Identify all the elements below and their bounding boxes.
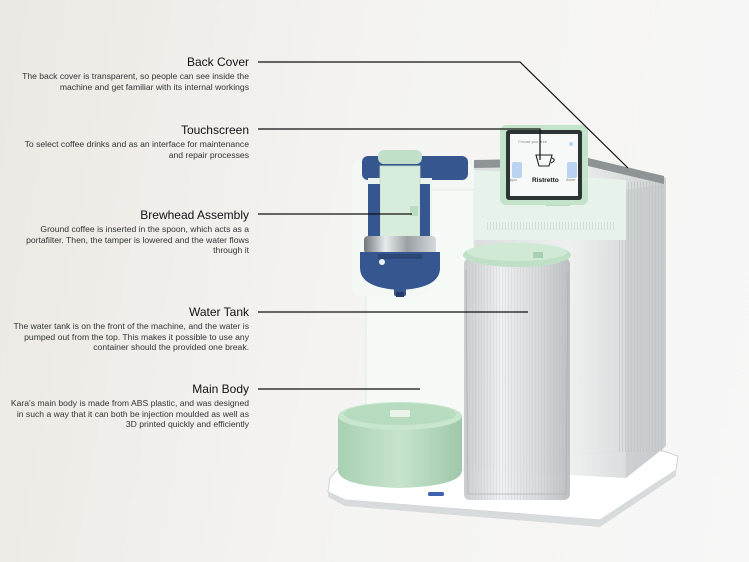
callout-title: Brewhead Assembly [140, 208, 249, 222]
callout-back-cover: Back Cover The back cover is transparent… [9, 55, 249, 92]
callout-description: The water tank is on the front of the ma… [13, 321, 249, 353]
callout-title: Main Body [192, 382, 249, 396]
brew-button-icon[interactable] [379, 259, 385, 265]
screen-right-drink: Amer [566, 177, 576, 182]
callout-brewhead-assembly: Brewhead Assembly Ground coffee is inser… [9, 208, 249, 256]
base-indicator [428, 492, 444, 496]
leader-lines [258, 61, 629, 390]
settings-icon [569, 142, 573, 146]
callout-touchscreen: Touchscreen To select coffee drinks and … [9, 123, 249, 160]
water-tank [463, 243, 571, 500]
callout-description: Ground coffee is inserted in the spoon, … [26, 224, 249, 256]
screen-left-drink: ppo [510, 177, 517, 182]
drip-tray [338, 402, 462, 488]
callout-water-tank: Water Tank The water tank is on the fron… [9, 305, 249, 353]
screen-selected-drink: Ristretto [532, 177, 559, 184]
callout-main-body: Main Body Kara's main body is made from … [9, 382, 249, 430]
callout-title: Touchscreen [180, 123, 249, 137]
cup-icon [535, 154, 553, 167]
callout-title: Back Cover [186, 55, 249, 69]
callout-description: To select coffee drinks and as an interf… [24, 139, 249, 160]
screen-prompt: Choose your drink [518, 140, 547, 144]
callout-description: The back cover is transparent, so people… [22, 71, 249, 92]
callout-description: Kara's main body is made from ABS plasti… [10, 398, 249, 430]
touchscreen[interactable]: Choose your drink Ristretto ppo Amer [500, 125, 588, 206]
callout-title: Water Tank [188, 305, 249, 319]
